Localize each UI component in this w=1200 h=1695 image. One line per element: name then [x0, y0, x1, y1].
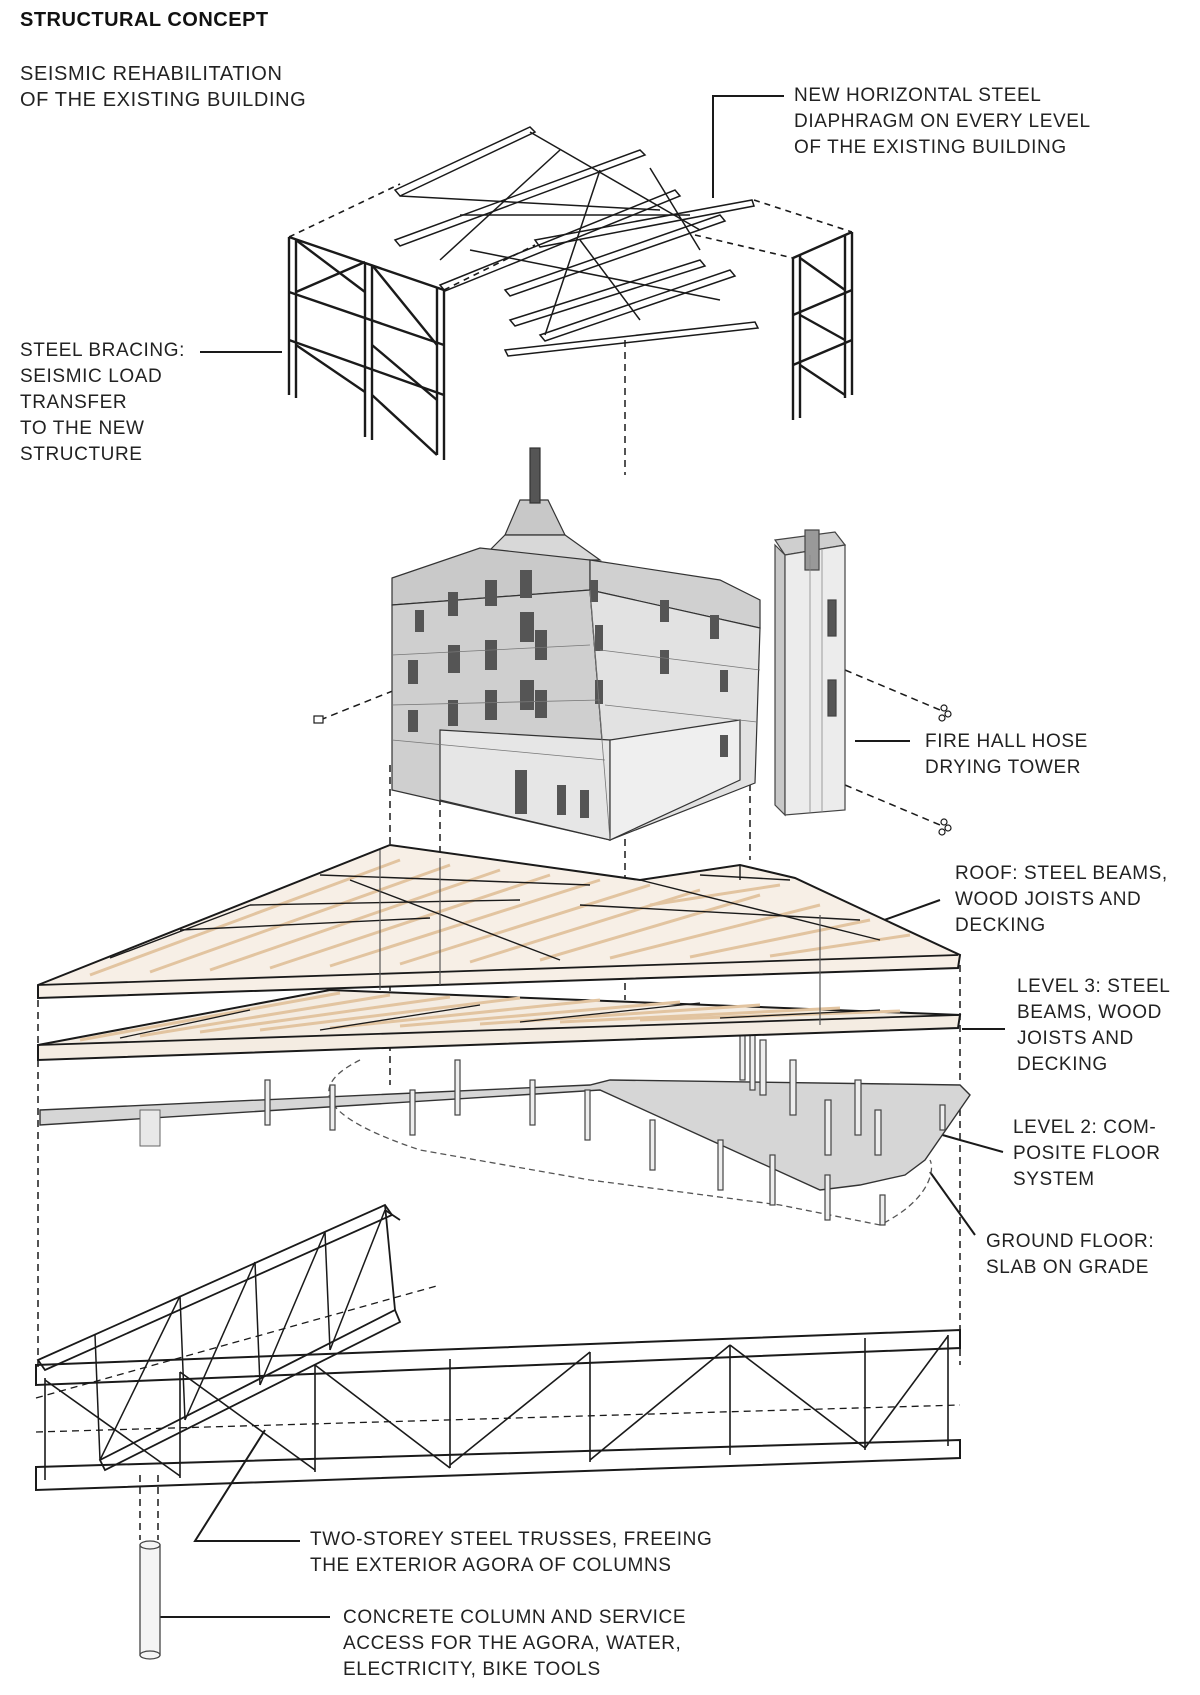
- label-level2: LEVEL 2: COM- POSITE FLOOR SYSTEM: [1013, 1115, 1161, 1193]
- label-trusses-line-1: TWO-STOREY STEEL TRUSSES, FREEING: [310, 1529, 713, 1550]
- label-diaphragm-line-2: DIAPHRAGM ON EVERY LEVEL: [794, 111, 1091, 132]
- label-column: CONCRETE COLUMN AND SERVICE ACCESS FOR T…: [343, 1605, 686, 1683]
- level-3-framing: [37, 988, 962, 1062]
- label-column-line-1: CONCRETE COLUMN AND SERVICE: [343, 1607, 687, 1628]
- label-ground-line-2: SLAB ON GRADE: [986, 1257, 1150, 1278]
- leader-lines: [160, 95, 1005, 1618]
- diagram-title: STRUCTURAL CONCEPT: [20, 9, 269, 31]
- label-tower-line-2: DRYING TOWER: [925, 757, 1082, 778]
- label-bracing-line-2: SEISMIC LOAD: [20, 366, 163, 387]
- roof-framing: [37, 843, 962, 1025]
- label-level3-line-2: BEAMS, WOOD: [1017, 1002, 1162, 1023]
- leader-diaphragm: [712, 95, 784, 198]
- label-bracing: STEEL BRACING: SEISMIC LOAD TRANSFER TO …: [20, 338, 185, 468]
- concrete-column: [139, 1540, 161, 1660]
- hose-drying-tower: [773, 529, 847, 817]
- right-braced-frame: [791, 230, 854, 420]
- leader-ground: [929, 1171, 976, 1236]
- label-level3-line-4: DECKING: [1017, 1054, 1108, 1075]
- label-tower: FIRE HALL HOSE DRYING TOWER: [925, 729, 1088, 781]
- label-roof: ROOF: STEEL BEAMS, WOOD JOISTS AND DECKI…: [955, 861, 1168, 939]
- steel-trusses: [35, 1203, 961, 1492]
- label-diaphragm: NEW HORIZONTAL STEEL DIAPHRAGM ON EVERY …: [794, 83, 1091, 161]
- label-bracing-line-4: TO THE NEW: [20, 418, 145, 439]
- label-roof-line-1: ROOF: STEEL BEAMS,: [955, 863, 1168, 884]
- label-bracing-line-1: STEEL BRACING:: [20, 340, 186, 361]
- leader-trusses: [193, 1429, 300, 1542]
- level-2-slab: [39, 1079, 971, 1191]
- label-trusses-line-2: THE EXTERIOR AGORA OF COLUMNS: [310, 1555, 672, 1576]
- label-column-line-2: ACCESS FOR THE AGORA, WATER,: [343, 1633, 682, 1654]
- main-truss: [35, 1284, 961, 1492]
- label-tower-line-1: FIRE HALL HOSE: [925, 731, 1088, 752]
- label-level3-line-1: LEVEL 3: STEEL: [1017, 976, 1171, 997]
- label-level3: LEVEL 3: STEEL BEAMS, WOOD JOISTS AND DE…: [1017, 974, 1170, 1078]
- existing-fire-hall-building: [391, 447, 761, 841]
- label-bracing-line-3: TRANSFER: [20, 392, 128, 413]
- label-trusses: TWO-STOREY STEEL TRUSSES, FREEING THE EX…: [310, 1527, 712, 1579]
- building-windows: [408, 570, 728, 818]
- steel-diaphragm: [287, 126, 854, 460]
- label-level2-line-3: SYSTEM: [1013, 1169, 1095, 1190]
- label-diaphragm-line-3: OF THE EXISTING BUILDING: [794, 137, 1067, 158]
- label-ground-line-1: GROUND FLOOR:: [986, 1231, 1155, 1252]
- diagram-subtitle: SEISMIC REHABILITATION OF THE EXISTING B…: [20, 61, 306, 113]
- label-roof-line-3: DECKING: [955, 915, 1046, 936]
- left-braced-frame: [287, 235, 446, 460]
- label-level2-line-1: LEVEL 2: COM-: [1013, 1117, 1157, 1138]
- label-bracing-line-5: STRUCTURE: [20, 444, 143, 465]
- label-roof-line-2: WOOD JOISTS AND: [955, 889, 1142, 910]
- label-ground: GROUND FLOOR: SLAB ON GRADE: [986, 1229, 1154, 1281]
- spire: [504, 499, 566, 536]
- label-diaphragm-line-1: NEW HORIZONTAL STEEL: [794, 85, 1042, 106]
- diaphragm-beams: [393, 126, 760, 357]
- columns: [264, 1019, 946, 1226]
- label-level2-line-2: POSITE FLOOR: [1013, 1143, 1161, 1164]
- subtitle-line-2: OF THE EXISTING BUILDING: [20, 89, 307, 111]
- diagonal-truss: [36, 1203, 402, 1472]
- label-column-line-3: ELECTRICITY, BIKE TOOLS: [343, 1659, 601, 1680]
- subtitle-line-1: SEISMIC REHABILITATION: [20, 63, 283, 85]
- label-level3-line-3: JOISTS AND: [1017, 1028, 1134, 1049]
